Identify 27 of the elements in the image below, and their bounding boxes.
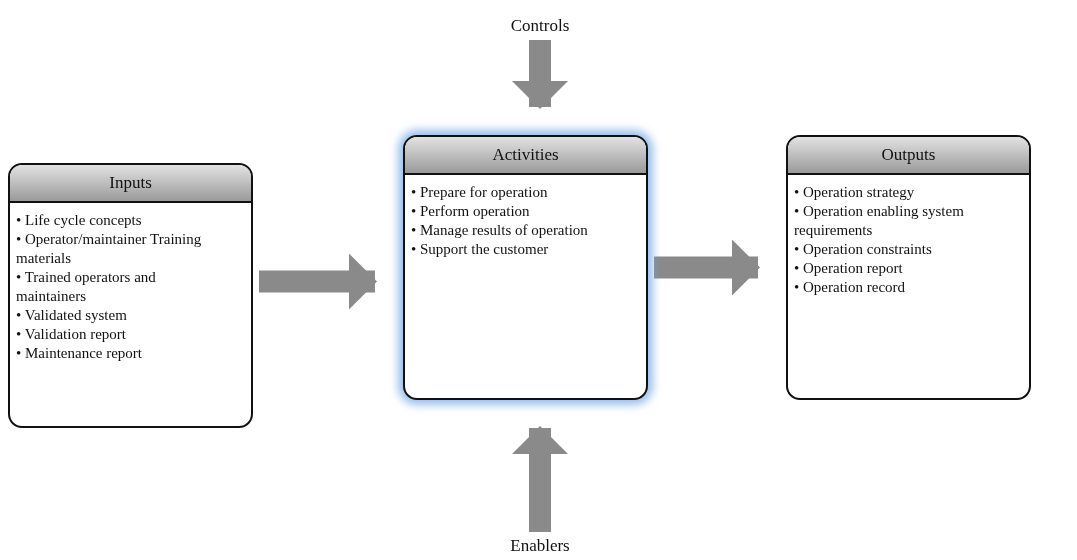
side-label: Controls <box>480 14 600 38</box>
bullet-item: • Operation enabling system requirements <box>794 202 965 240</box>
bullet-item: • Prepare for operation <box>411 183 549 202</box>
bullet-item: • Perform operation <box>411 202 531 221</box>
box-heading: Outputs <box>788 137 1029 175</box>
block-arrow <box>512 40 568 109</box>
bullet-item: • Operator/maintainer Training materials <box>16 230 203 268</box>
process-box <box>403 135 648 400</box>
box-heading: Activities <box>405 137 646 175</box>
bullet-item: • Life cycle concepts <box>16 211 143 230</box>
bullet-item: • Validation report <box>16 325 127 344</box>
bullet-item: • Trained operators and maintainers <box>16 268 157 306</box>
side-label: Enablers <box>480 534 600 558</box>
block-arrow <box>512 426 568 532</box>
block-arrow <box>259 253 377 310</box>
bullet-item: • Operation report <box>794 259 904 278</box>
box-heading: Inputs <box>10 165 251 203</box>
bullet-item: • Manage results of operation <box>411 221 589 240</box>
bullet-item: • Operation record <box>794 278 907 297</box>
process-box <box>8 163 253 428</box>
bullet-item: • Support the customer <box>411 240 550 259</box>
process-box <box>786 135 1031 400</box>
block-arrow <box>654 239 760 296</box>
bullet-item: • Operation strategy <box>794 183 916 202</box>
bullet-item: • Maintenance report <box>16 344 144 363</box>
bullet-item: • Validated system <box>16 306 128 325</box>
bullet-item: • Operation constraints <box>794 240 933 259</box>
